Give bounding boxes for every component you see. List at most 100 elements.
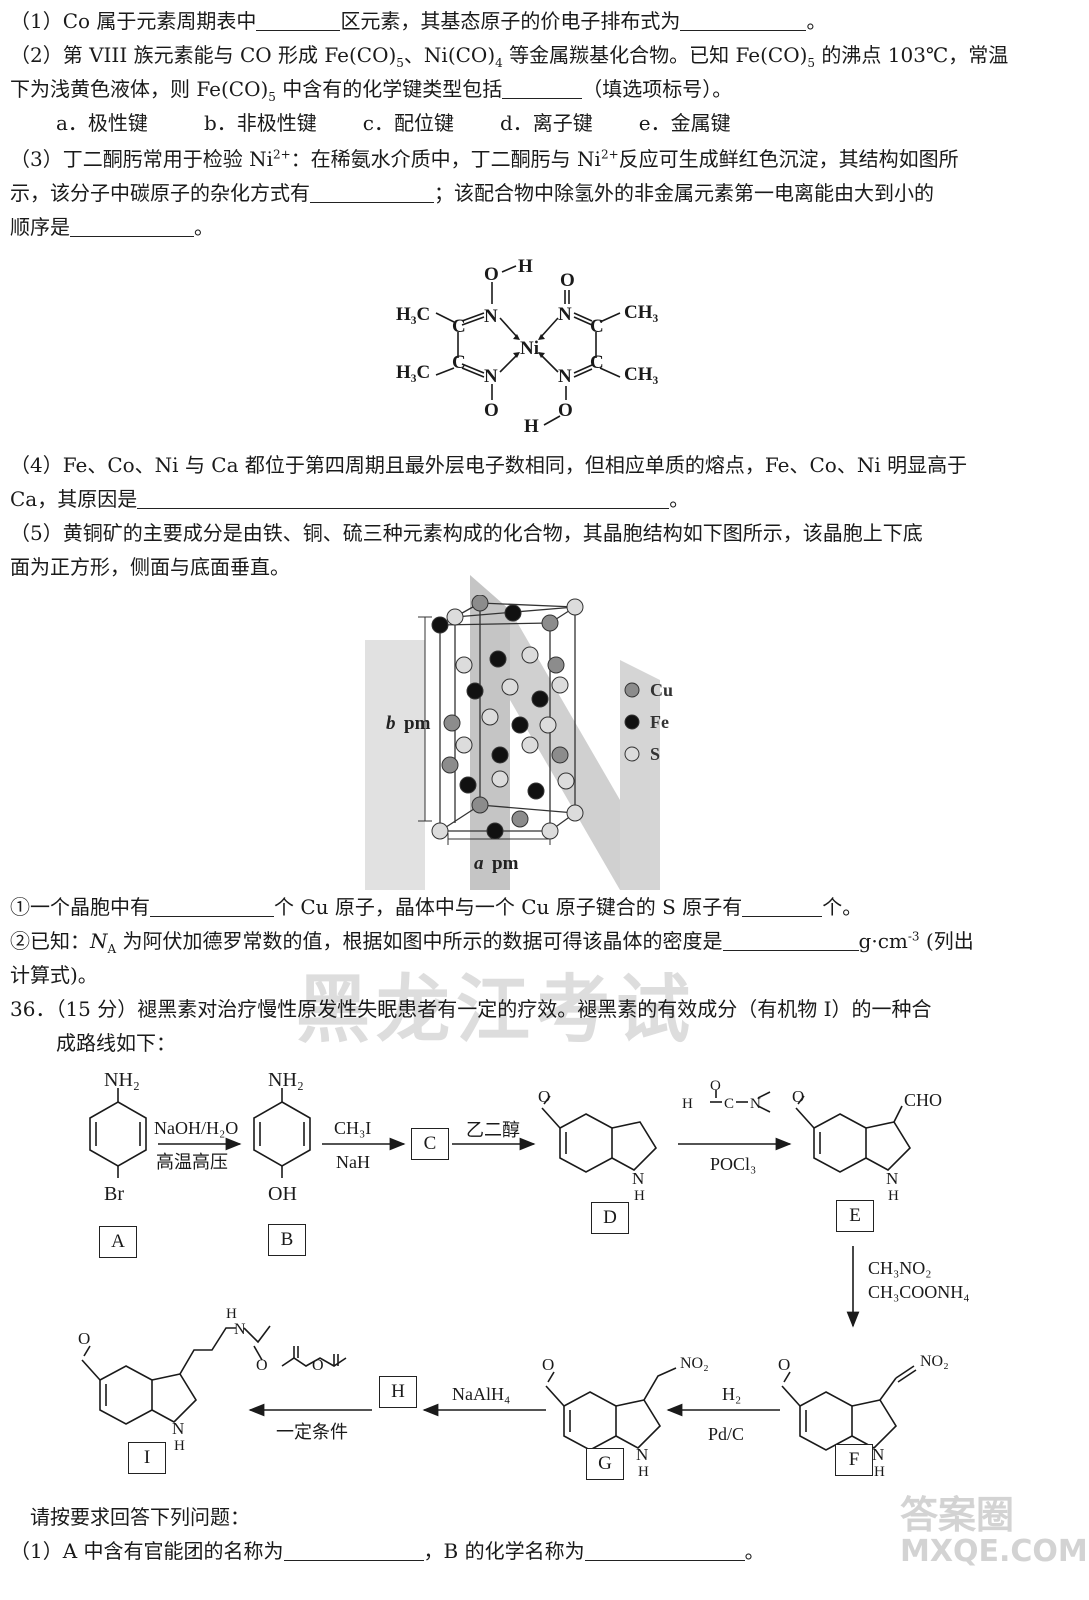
group-label: NO₂ bbox=[680, 1355, 709, 1372]
q35-part1: （1）Co 属于元素周期表中区元素，其基态原子的价电子排布式为。 bbox=[10, 8, 827, 33]
a-dimension-unit: pm bbox=[492, 853, 519, 874]
fe-atom bbox=[527, 782, 545, 800]
atom-label: N bbox=[484, 306, 498, 327]
compound-label-a: A bbox=[99, 1226, 137, 1258]
cu-atom bbox=[547, 656, 565, 674]
s-atom bbox=[539, 716, 557, 734]
s-atom bbox=[551, 676, 569, 694]
group-label: H bbox=[174, 1438, 185, 1454]
atom-label: CH₃ bbox=[624, 302, 659, 323]
answer-blank[interactable] bbox=[70, 214, 194, 237]
reagent-label: NaOH/H₂O bbox=[154, 1118, 238, 1138]
group-label: O bbox=[256, 1357, 268, 1374]
group-label: H bbox=[888, 1188, 899, 1204]
atom-label: C bbox=[452, 316, 466, 337]
answer-blank[interactable] bbox=[742, 894, 823, 917]
cu-atom bbox=[551, 746, 569, 764]
compound-label-g: G bbox=[586, 1448, 624, 1480]
watermark-logo-text: 答案圈 bbox=[900, 1493, 1015, 1537]
s-atom bbox=[566, 804, 584, 822]
s-atom bbox=[566, 598, 584, 616]
a-dimension-label: a bbox=[474, 853, 484, 874]
s-atom bbox=[481, 708, 499, 726]
cu-atom bbox=[511, 810, 529, 828]
atom-label: CH₃ bbox=[624, 364, 659, 385]
q35-part2-line1: （2）第 VIII 族元素能与 CO 形成 Fe(CO)5、Ni(CO)4 等金… bbox=[10, 43, 1009, 70]
atom-label: H₃C bbox=[396, 362, 430, 383]
group-label: O bbox=[538, 1087, 550, 1106]
answer-blank[interactable] bbox=[310, 180, 434, 203]
group-label: O bbox=[78, 1329, 90, 1348]
group-label: O bbox=[542, 1355, 554, 1374]
fe-atom bbox=[431, 616, 449, 634]
s-atom bbox=[455, 656, 473, 674]
watermark-url: MXQE.COM bbox=[900, 1534, 1088, 1569]
legend-fe-marker bbox=[624, 714, 640, 730]
legend-fe-label: Fe bbox=[650, 712, 669, 732]
atom-label: C bbox=[452, 352, 466, 373]
synthesis-scheme: NH₂ Br NH₂ OH NaOH/H₂O 高温高压 CH₃I NaH 乙二醇… bbox=[78, 1069, 970, 1480]
compound-label-h: H bbox=[379, 1376, 417, 1408]
q35-part3-line3: 顺序是。 bbox=[10, 214, 214, 239]
s-atom bbox=[455, 736, 473, 754]
q35-part2-line2: 下为浅黄色液体，则 Fe(CO)5 中含有的化学键类型包括（填选项标号）。 bbox=[10, 76, 733, 104]
group-label: NH₂ bbox=[104, 1069, 140, 1091]
atom-label: H₃C bbox=[396, 304, 430, 325]
reagent-label: POCl₃ bbox=[710, 1154, 756, 1174]
group-label: H bbox=[874, 1464, 885, 1480]
compound-label-c: C bbox=[411, 1128, 449, 1160]
cu-atom bbox=[471, 796, 489, 814]
q35-part4-line2: Ca，其原因是。 bbox=[10, 486, 690, 511]
b-dimension-unit: pm bbox=[404, 713, 431, 734]
s-atom bbox=[541, 822, 559, 840]
q36-ask: 请按要求回答下列问题： bbox=[30, 1505, 250, 1529]
group-label: C bbox=[724, 1096, 734, 1112]
atom-label: C bbox=[590, 352, 604, 373]
group-label: N bbox=[750, 1096, 761, 1112]
group-label: N bbox=[234, 1321, 246, 1338]
group-label: Br bbox=[104, 1183, 124, 1205]
group-label: O bbox=[792, 1087, 804, 1106]
group-label: H bbox=[226, 1306, 237, 1322]
group-label: N bbox=[872, 1445, 884, 1464]
q35-part5-line1: （5）黄铜矿的主要成分是由铁、铜、硫三种元素构成的化合物，其晶胞结构如下图所示，… bbox=[10, 521, 923, 545]
ni-dimethylglyoxime-structure: H O N C H₃C C H₃C N O Ni O N C CH₃ C CH₃… bbox=[396, 256, 659, 437]
answer-blank[interactable] bbox=[150, 894, 274, 917]
compound-label-f: F bbox=[835, 1444, 873, 1476]
cu-atom bbox=[441, 756, 459, 774]
q35-part3-line2: 示，该分子中碳原子的杂化方式有；该配合物中除氢外的非金属元素第一电离能由大到小的 bbox=[10, 180, 934, 205]
fe-atom bbox=[459, 776, 477, 794]
atom-label: O bbox=[558, 400, 573, 421]
fe-atom bbox=[531, 690, 549, 708]
reagent-label: 高温高压 bbox=[156, 1152, 228, 1172]
atom-label: N bbox=[558, 366, 572, 387]
group-label: NH₂ bbox=[268, 1069, 304, 1091]
atom-label: O bbox=[560, 270, 575, 291]
reagent-label: 乙二醇 bbox=[466, 1120, 520, 1140]
group-label: OH bbox=[268, 1183, 297, 1205]
answer-blank[interactable] bbox=[283, 1538, 424, 1561]
q35-part5-q1: ①一个晶胞中有个 Cu 原子，晶体中与一个 Cu 原子键合的 S 原子有个。 bbox=[10, 894, 863, 919]
answer-blank[interactable] bbox=[502, 76, 583, 99]
chalcopyrite-unit-cell: b a pm pm Cu Fe S bbox=[386, 595, 673, 874]
reagent-label: H₂ bbox=[722, 1384, 741, 1404]
s-atom bbox=[557, 772, 575, 790]
q36-intro-line2: 成路线如下： bbox=[56, 1031, 176, 1055]
answer-blank[interactable] bbox=[584, 1538, 745, 1561]
answer-blank[interactable] bbox=[137, 486, 670, 509]
answer-blank[interactable] bbox=[256, 8, 341, 31]
q36-part1: （1）A 中含有官能团的名称为，B 的化学名称为。 bbox=[10, 1538, 765, 1563]
atom-label: H bbox=[524, 416, 539, 437]
answer-blank[interactable] bbox=[680, 8, 807, 31]
reagent-label: NaH bbox=[336, 1152, 370, 1172]
atom-label: O bbox=[484, 400, 499, 421]
group-label: N bbox=[632, 1169, 644, 1188]
answer-blank[interactable] bbox=[722, 928, 859, 951]
atom-label: H bbox=[518, 256, 533, 277]
atom-label: C bbox=[590, 316, 604, 337]
group-label: NO₂ bbox=[920, 1353, 949, 1370]
s-atom bbox=[501, 678, 519, 696]
atom-label: Ni bbox=[520, 338, 539, 359]
